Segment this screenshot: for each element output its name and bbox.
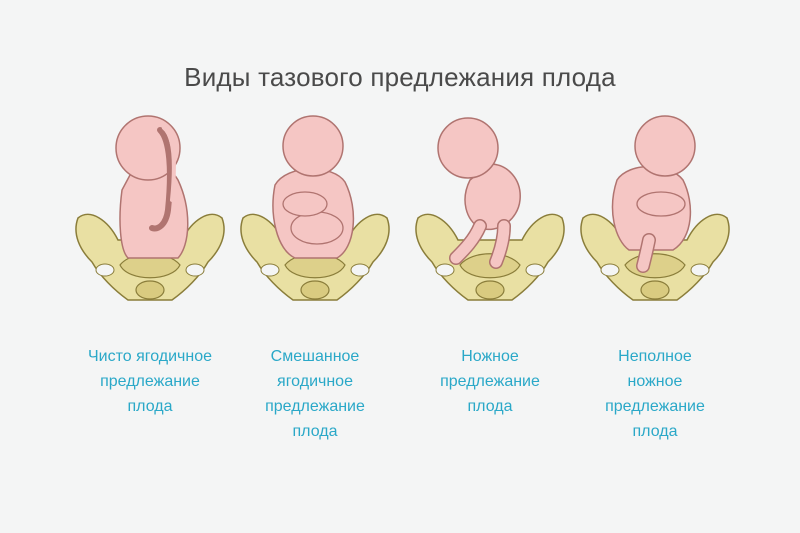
caption-line: предлежание xyxy=(100,373,200,390)
fetus-illustration xyxy=(272,115,355,259)
fetus-figure-frank-breech xyxy=(60,100,240,325)
caption-line: Ножное xyxy=(461,348,519,365)
fetus-figure-complete-breech xyxy=(225,100,405,325)
caption-line: плода xyxy=(467,398,513,415)
caption-line: Смешанное xyxy=(270,348,360,365)
caption-line: плода xyxy=(632,423,678,440)
caption-line: ножное xyxy=(627,373,683,390)
caption-complete-breech: Смешанное ягодичное предлежание плода xyxy=(225,344,405,444)
caption-line: ягодичное xyxy=(277,373,353,390)
caption-line: Неполное xyxy=(618,348,692,365)
caption-line: предлежание xyxy=(265,398,365,415)
caption-footling-breech: Ножное предлежание плода xyxy=(400,344,580,419)
diagram-title: Виды тазового предлежания плода xyxy=(184,62,616,92)
caption-frank-breech: Чисто ягодичное предлежание плода xyxy=(60,344,240,419)
fetus-illustration xyxy=(611,115,696,273)
caption-line: предлежание xyxy=(605,398,705,415)
caption-line: плода xyxy=(292,423,338,440)
caption-line: предлежание xyxy=(440,373,540,390)
fetus-illustration xyxy=(437,117,521,269)
caption-incomplete-footling-breech: Неполное ножное предлежание плода xyxy=(565,344,745,444)
fetus-figure-footling-breech xyxy=(400,100,580,325)
caption-line: Чисто ягодичное xyxy=(87,348,213,365)
fetus-illustration xyxy=(115,115,189,259)
caption-line: плода xyxy=(127,398,173,415)
fetus-figure-incomplete-footling-breech xyxy=(565,100,745,325)
